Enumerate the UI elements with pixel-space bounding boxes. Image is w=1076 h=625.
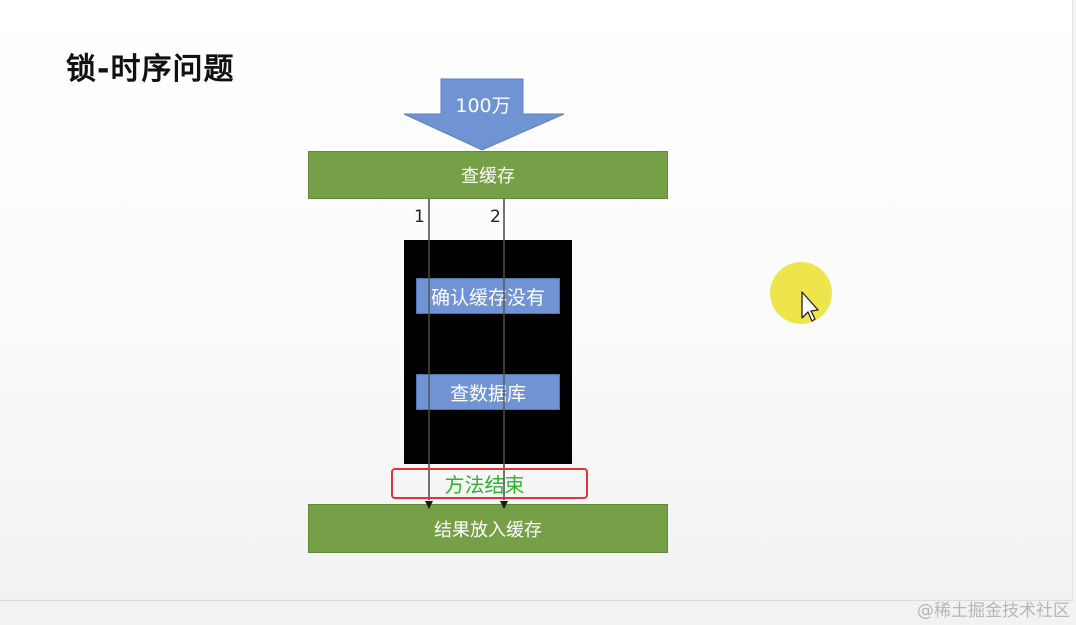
- slide: 锁-时序问题 查缓存 确认缓存没有 查数据库 结果放入缓存: [0, 0, 1073, 601]
- watermark: @稀土掘金技术社区: [917, 601, 1070, 621]
- thread-1-arrowhead-icon: [425, 501, 433, 509]
- lock-block: [404, 240, 572, 464]
- slide-title: 锁-时序问题: [66, 52, 235, 87]
- method-end-highlight: [391, 468, 588, 499]
- thread-1-label: 1: [414, 207, 425, 227]
- check-cache-label: 查缓存: [461, 166, 515, 187]
- query-db-box: 查数据库: [416, 374, 560, 410]
- mouse-pointer-icon: [801, 291, 819, 322]
- thread-line-2: [500, 199, 508, 509]
- confirm-cache-box: 确认缓存没有: [416, 278, 560, 314]
- cursor-highlight: [770, 262, 832, 324]
- bottom-strip: [0, 601, 1076, 625]
- query-db-label: 查数据库: [449, 382, 526, 405]
- down-arrow-icon: [403, 78, 565, 151]
- check-cache-box: 查缓存: [308, 151, 668, 199]
- put-cache-box: 结果放入缓存: [308, 504, 668, 553]
- method-end-label: 方法结束: [444, 473, 525, 497]
- thread-line-1: [425, 199, 433, 509]
- thread-2-label: 2: [490, 207, 501, 227]
- put-cache-label: 结果放入缓存: [434, 519, 542, 541]
- confirm-cache-label: 确认缓存没有: [430, 286, 545, 309]
- input-volume-label: 100万: [455, 95, 511, 117]
- thread-2-arrowhead-icon: [500, 501, 508, 509]
